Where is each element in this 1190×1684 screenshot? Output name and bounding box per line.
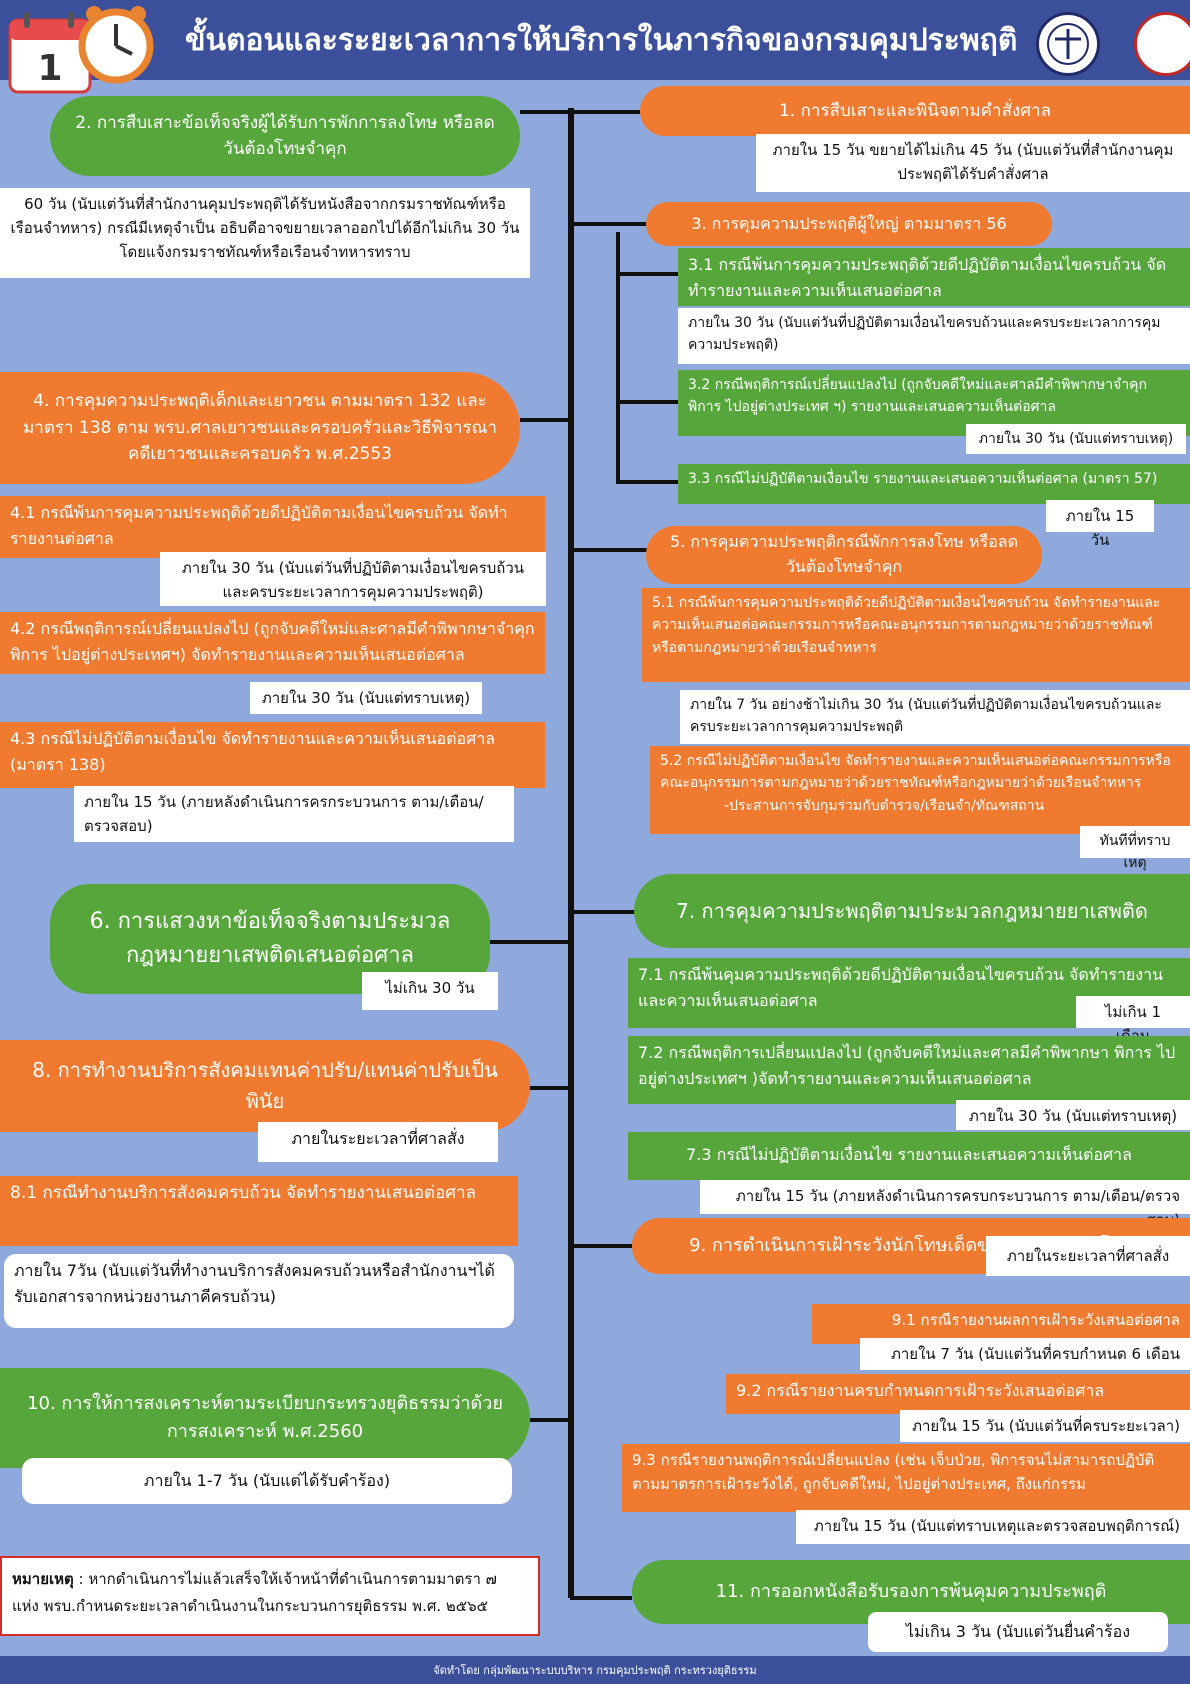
s91: 9.1 กรณีรายงานผลการเฝ้าระวังเสนอต่อศาล [812, 1304, 1190, 1344]
s91-time: ภายใน 7 วัน (นับแต่วันที่ครบกำหนด 6 เดือ… [860, 1338, 1190, 1370]
connector [520, 1086, 572, 1090]
s51-time: ภายใน 7 วัน อย่างช้าไม่เกิน 30 วัน (นับแ… [680, 690, 1190, 744]
s31: 3.1 กรณีพ้นการคุมความประพฤติด้วยดีปฏิบัต… [678, 248, 1190, 306]
connector [520, 110, 640, 114]
connector [616, 400, 678, 404]
connector [490, 940, 572, 944]
s6-time: ไม่เกิน 30 วัน [362, 972, 498, 1010]
s41-time: ภายใน 30 วัน (นับแต่วันที่ปฏิบัติตามเงื่… [160, 552, 546, 606]
s93: 9.3 กรณีรายงานพฤติการณ์เปลี่ยนแปลง (เช่น… [622, 1444, 1190, 1512]
ministry-seal-icon [1134, 12, 1190, 76]
s2-title: 2. การสืบเสาะข้อเท็จจริงผู้ได้รับการพักก… [50, 96, 520, 176]
s2-time: 60 วัน (นับแต่วันที่สำนักงานคุมประพฤติได… [0, 188, 530, 278]
s72-time: ภายใน 30 วัน (นับแต่ทราบเหตุ) [956, 1100, 1190, 1130]
connector [520, 418, 572, 422]
s72: 7.2 กรณีพฤติการเปลี่ยนแปลงไป (ถูกจับคดีใ… [628, 1036, 1190, 1104]
s4-title: 4. การคุมความประพฤติเด็กและเยาวชน ตามมาต… [0, 372, 520, 484]
connector [530, 1418, 572, 1422]
s73-time: ภายใน 15 วัน (ภายหลังดำเนินการครบกระบวนก… [700, 1180, 1190, 1229]
s93-time: ภายใน 15 วัน (นับแต่ทราบเหตุและตรวจสอบพฤ… [796, 1510, 1190, 1544]
s33-time: ภายใน 15 วัน [1046, 500, 1154, 549]
s52-box: 5.2 กรณีไม่ปฏิบัติตามเงื่อนไข จัดทำรายงา… [650, 746, 1190, 834]
footer-credit: จัดทำโดย กลุ่มพัฒนาระบบบริหาร กรมคุมประพ… [0, 1656, 1190, 1684]
s5-title: 5. การคุมความประพฤติกรณีพักการลงโทษ หรือ… [646, 526, 1042, 584]
s1-title: 1. การสืบเสาะและพินิจตามคำสั่งศาล [640, 86, 1190, 136]
s52-time: ทันทีที่ทราบเหตุ [1080, 826, 1190, 871]
timeline-spine [568, 108, 574, 1598]
s92-time: ภายใน 15 วัน (นับแต่วันที่ครบระยะเวลา) [900, 1410, 1190, 1442]
s1-time: ภายใน 15 วัน ขยายได้ไม่เกิน 45 วัน (นับแ… [756, 134, 1190, 192]
s42-time: ภายใน 30 วัน (นับแต่ทราบเหตุ) [250, 682, 482, 714]
s10-title: 10. การให้การสงเคราะห์ตามระเบียบกระทรวงย… [0, 1368, 530, 1468]
connector [616, 272, 678, 276]
s41: 4.1 กรณีพ้นการคุมความประพฤติด้วยดีปฏิบัต… [0, 496, 545, 558]
s32-time: ภายใน 30 วัน (นับแต่ทราบเหตุ) [966, 424, 1186, 454]
s9-time: ภายในระยะเวลาที่ศาลสั่ง [986, 1236, 1190, 1276]
remark-note: หมายเหตุ : หากดำเนินการไม่แล้วเสร็จให้เจ… [0, 1556, 540, 1636]
s7-title: 7. การคุมความประพฤติตามประมวลกฎหมายยาเสพ… [634, 874, 1190, 948]
s73: 7.3 กรณีไม่ปฏิบัติตามเงื่อนไข รายงานและเ… [628, 1132, 1190, 1180]
s52: 5.2 กรณีไม่ปฏิบัติตามเงื่อนไข จัดทำรายงา… [660, 753, 1171, 792]
s33: 3.3 กรณีไม่ปฏิบัติตามเงื่อนไข รายงานและเ… [678, 464, 1190, 504]
connector [570, 222, 650, 226]
s10-time: ภายใน 1-7 วัน (นับแต่ได้รับคำร้อง) [22, 1458, 512, 1504]
connector [616, 480, 678, 484]
s43: 4.3 กรณีไม่ปฏิบัติตามเงื่อนไข จัดทำรายงา… [0, 722, 545, 788]
s8-title: 8. การทำงานบริการสังคมแทนค่าปรับ/แทนค่าป… [0, 1040, 530, 1132]
connector [570, 1596, 632, 1600]
s3-title: 3. การคุมความประพฤติผู้ใหญ่ ตามมาตรา 56 [646, 202, 1052, 246]
s42: 4.2 กรณีพฤติการณ์เปลี่ยนแปลงไป (ถูกจับคด… [0, 612, 545, 674]
s31-time: ภายใน 30 วัน (นับแต่วันที่ปฏิบัติตามเงื่… [678, 308, 1190, 364]
connector [570, 910, 640, 914]
s51: 5.1 กรณีพ้นการคุมความประพฤติด้วยดีปฏิบัต… [642, 588, 1190, 682]
remark-text: : หากดำเนินการไม่แล้วเสร็จให้เจ้าหน้าที่… [12, 1570, 497, 1615]
s81: 8.1 กรณีทำงานบริการสังคมครบถ้วน จัดทำราย… [0, 1176, 518, 1246]
connector [570, 548, 650, 552]
connector [570, 1244, 632, 1248]
page-title: ขั้นตอนและระยะเวลาการให้บริการในภารกิจขอ… [185, 22, 1018, 58]
s81-time: ภายใน 7วัน (นับแต่วันที่ทำงานบริการสังคม… [4, 1254, 514, 1328]
department-seal-icon [1036, 12, 1100, 76]
s8-time: ภายในระยะเวลาที่ศาลสั่ง [258, 1122, 498, 1162]
s11-time: ไม่เกิน 3 วัน (นับแต่วันยื่นคำร้อง [868, 1612, 1168, 1652]
connector [616, 232, 620, 482]
header-bar [0, 0, 1190, 80]
s71-time: ไม่เกิน 1 เดือน [1076, 996, 1190, 1045]
s92: 9.2 กรณีรายงานครบกำหนดการเฝ้าระวังเสนอต่… [726, 1374, 1190, 1414]
calendar-clock-icon: 1 [8, 6, 154, 94]
s52-extra: -ประสานการจับกุมร่วมกับตำรวจ/เรือนจำ/ทัณ… [724, 797, 1045, 814]
calendar-day: 1 [37, 48, 62, 89]
s43-time: ภายใน 15 วัน (ภายหลังดำเนินการครกระบวนกา… [74, 786, 514, 842]
remark-label: หมายเหตุ [12, 1570, 74, 1588]
